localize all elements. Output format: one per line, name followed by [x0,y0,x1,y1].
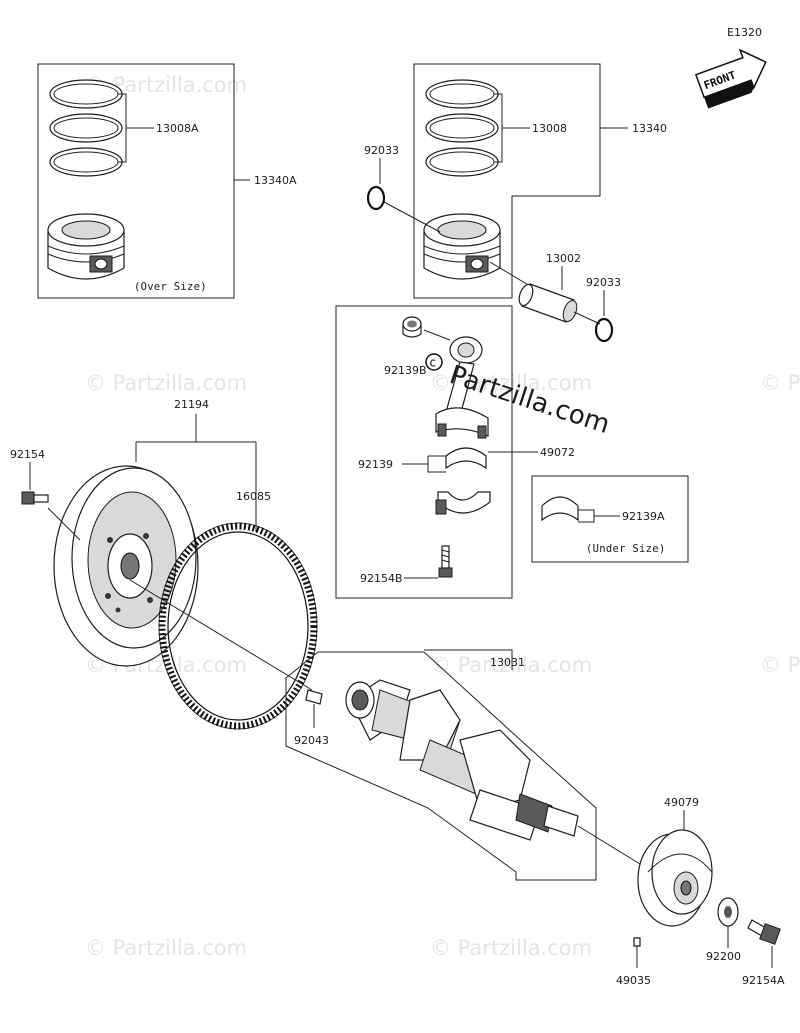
circlip-icon [366,185,386,211]
piston-icon [423,213,501,280]
piston-icon [47,213,125,280]
washer-icon [717,897,739,927]
part-label: 13002 [546,252,581,265]
ring-gear-icon [158,522,318,730]
part-label: 92139 [358,458,393,471]
circlip-icon [594,317,614,343]
flywheel-group: 21194 92154 16085 [10,398,318,730]
part-label: 92043 [294,734,329,747]
key-icon [633,937,641,947]
watermark: © Partzilla.com [85,936,247,960]
part-label: 13340 [632,122,667,135]
bolt-icon [747,919,781,945]
bolt-icon [438,545,453,578]
part-label: 92200 [706,950,741,963]
part-label: 13031 [490,656,525,669]
rod-cap-icon [435,491,491,515]
part-label: 49035 [616,974,651,987]
watermark: © Partzilla.com [430,653,592,677]
ring-set-icon [49,79,123,177]
part-label: 13008A [156,122,199,135]
part-label: 92154B [360,572,403,585]
watermarks: © Partzilla.com © Partzilla.com © Partzi… [85,73,800,960]
part-label: 92033 [364,144,399,157]
undersize-bearing-group: 92139A (Under Size) [531,475,689,563]
watermark: © Partzilla.com [760,371,800,395]
part-label: 49079 [664,796,699,809]
part-label: 92139B [384,364,427,377]
oversize-box [37,63,235,299]
watermark: © Partzilla.com [85,371,247,395]
bolt-icon [21,491,49,505]
ring-set-icon [425,79,499,177]
undersize-box [531,475,689,563]
diagram-code: E1320 [727,26,762,39]
part-label: 92139A [622,510,665,523]
oversize-note: (Over Size) [134,281,207,293]
bearing-shell-icon [541,496,579,522]
part-label: 21194 [174,398,209,411]
bearing-shell-icon [445,447,487,470]
undersize-note: (Under Size) [586,543,665,555]
part-label: 16085 [236,490,271,503]
oversize-piston-group: 13008A 13340A (Over Size) [37,63,297,299]
dowel-pin-icon [305,689,323,705]
bushing-icon [402,316,422,338]
part-label: 92154A [742,974,785,987]
part-label: 92033 [586,276,621,289]
part-label: 13340A [254,174,297,187]
part-label: 13008 [532,122,567,135]
copyright-icon: c [425,353,443,371]
front-arrow-icon: FRONT [694,48,767,109]
watermark: © Partzilla.com [760,653,800,677]
pulley-group: 49079 92200 92154A 49035 [616,796,785,987]
standard-piston-group: 13008 13340 92033 13002 92033 [364,63,667,343]
part-label: 92154 [10,448,45,461]
crankshaft-box [285,651,597,881]
svg-text:c: c [430,356,437,370]
crankshaft-icon [345,679,579,841]
watermark: © Partzilla.com [430,936,592,960]
pulley-icon [637,829,713,927]
standard-box [413,63,601,299]
conrod-box [335,305,513,599]
connecting-rod-group: 92139B Partzilla.com c 92139 49072 [335,305,613,599]
part-label: 49072 [540,446,575,459]
crankshaft-group: 13031 92043 [285,649,641,881]
connecting-rod-icon [435,336,489,439]
piston-pin-icon [518,283,578,323]
